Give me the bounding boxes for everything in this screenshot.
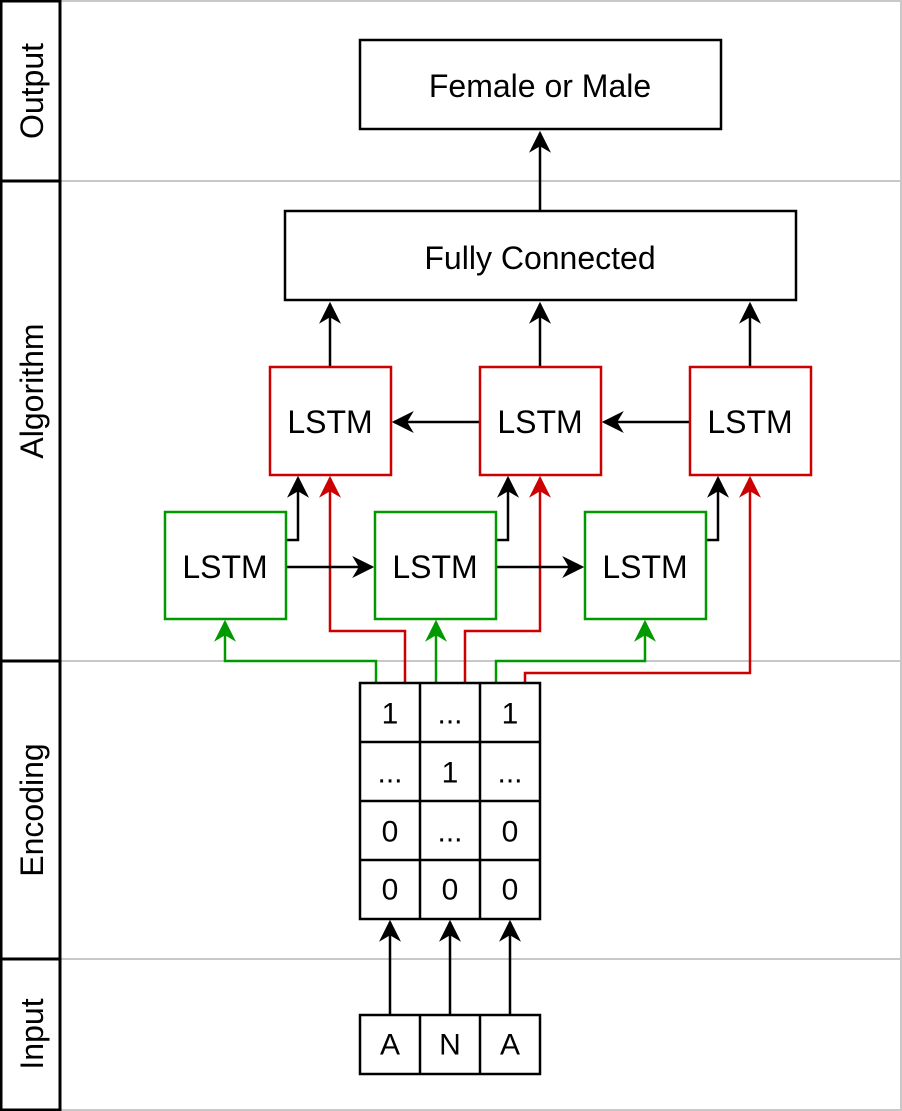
matrix-cell: 0: [442, 874, 459, 907]
input-char: N: [439, 1029, 461, 1062]
encoding-matrix: 1 ... 1 ... 1 ... 0 ... 0 0 0 0: [358, 681, 542, 921]
backward-lstm-node: LSTM: [478, 365, 603, 477]
matrix-cell: 0: [382, 874, 399, 907]
forward-lstm-node: LSTM: [163, 510, 288, 621]
forward-lstm-node: LSTM: [373, 510, 498, 621]
matrix-cell: ...: [437, 698, 462, 731]
matrix-cell: 1: [442, 757, 459, 790]
encoding-to-forward-arrow: [494, 619, 656, 683]
input-sequence: A N A: [358, 1013, 542, 1076]
encoding-to-backward-arrow: [463, 475, 551, 683]
matrix-cell: 1: [382, 698, 399, 731]
output-label: Female or Male: [429, 68, 651, 104]
output-node: Female or Male: [358, 38, 723, 131]
lane-label-encoding: Encoding: [14, 743, 50, 876]
input-char: A: [500, 1029, 520, 1062]
forward-lstm-node: LSTM: [583, 510, 708, 621]
encoding-to-backward-arrow: [523, 475, 761, 683]
forward-lstm-label: LSTM: [182, 549, 267, 585]
matrix-cell: ...: [497, 757, 522, 790]
matrix-cell: 1: [502, 698, 519, 731]
lane-label-column: [0, 0, 62, 1111]
backward-lstm-label: LSTM: [287, 404, 372, 440]
encoding-to-forward-arrow: [214, 619, 378, 683]
matrix-cell: 0: [502, 816, 519, 849]
forward-lstm-label: LSTM: [602, 549, 687, 585]
lane-label-algorithm: Algorithm: [14, 323, 50, 458]
backward-lstm-label: LSTM: [707, 404, 792, 440]
backward-lstm-node: LSTM: [688, 365, 813, 477]
matrix-cell: ...: [377, 757, 402, 790]
backward-lstm-node: LSTM: [268, 365, 393, 477]
matrix-cell: 0: [502, 874, 519, 907]
matrix-cell: ...: [437, 816, 462, 849]
forward-lstm-label: LSTM: [392, 549, 477, 585]
fully-connected-node: Fully Connected: [283, 209, 798, 302]
matrix-cell: 0: [382, 816, 399, 849]
backward-lstm-label: LSTM: [497, 404, 582, 440]
forward-to-backward-arrow: [706, 475, 729, 542]
forward-to-backward-arrow: [286, 475, 309, 542]
fully-connected-label: Fully Connected: [424, 240, 655, 276]
lane-label-input: Input: [14, 998, 50, 1069]
encoding-to-backward-arrow: [319, 475, 407, 683]
lane-label-output: Output: [14, 43, 50, 139]
forward-to-backward-arrow: [496, 475, 519, 542]
input-char: A: [380, 1029, 400, 1062]
